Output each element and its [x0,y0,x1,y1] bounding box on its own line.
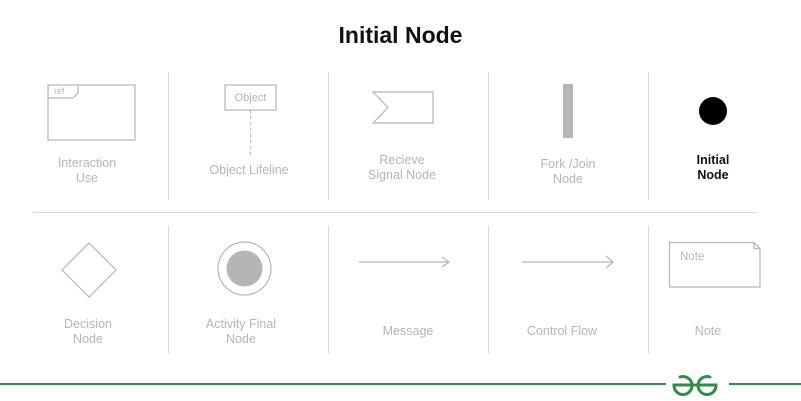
control-flow-label: Control Flow [526,324,598,338]
decision-diamond [61,242,117,298]
initial-node-dot [699,97,727,125]
object-lifeline-shape: Object [224,84,277,156]
divider-top-3 [488,72,489,200]
divider-bottom-2 [328,226,329,354]
divider-top-2 [328,72,329,200]
activity-final-label: Activity Final Node [205,317,277,346]
row-divider [33,212,755,213]
object-box-text: Object [235,92,267,104]
gfg-logo-icon [672,375,718,396]
decision-label: Decision Node [64,317,112,346]
object-lifeline-label: Object Lifeline [209,163,289,177]
footer-line-left [0,383,666,385]
activity-final-shape [217,241,272,296]
divider-bottom-4 [648,226,649,354]
divider-bottom-1 [168,226,169,354]
initial-node-label: Initial Node [696,153,730,182]
page-title: Initial Node [338,22,463,48]
message-arrow [359,256,451,268]
interaction-use-label: Interaction Use [57,156,117,185]
fork-join-bar [563,84,573,138]
receive-signal-label: Recieve Signal Node [367,153,437,182]
message-label: Message [382,324,434,338]
note-label: Note [694,324,722,338]
interaction-use-frame: ref [47,84,136,141]
fork-join-label: Fork /Join Node [540,157,596,186]
divider-top-1 [168,72,169,200]
footer-line-right [729,383,801,385]
ref-tag: ref [54,86,65,96]
note-shape: Note [668,241,761,288]
receive-signal-shape [371,91,434,124]
divider-top-4 [648,72,649,200]
control-flow-arrow [522,255,614,269]
divider-bottom-3 [488,226,489,354]
note-box-text: Note [680,251,704,263]
